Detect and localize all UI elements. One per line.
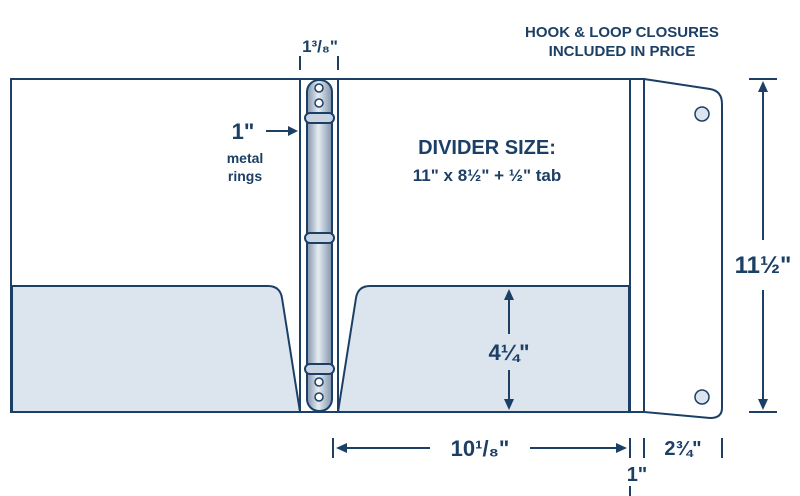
panel-arrowhead-left bbox=[336, 443, 347, 453]
rivets bbox=[314, 83, 324, 402]
rivet-top-2 bbox=[314, 98, 324, 108]
flap-width-label: 2¾" bbox=[664, 438, 701, 460]
ring-desc-line2: rings bbox=[228, 168, 262, 184]
panel-width-label: 10¹/₈" bbox=[451, 436, 510, 461]
divider-dims: 11" x 8½" + ½" tab bbox=[413, 166, 561, 185]
pocket-height-label: 4¼" bbox=[488, 340, 529, 365]
closure-title-line1: HOOK & LOOP CLOSURES bbox=[525, 24, 719, 41]
pocket-arrowhead-bottom bbox=[504, 399, 514, 410]
right-pocket bbox=[336, 285, 630, 413]
closure-flap bbox=[643, 77, 723, 420]
velcro-dot-bottom bbox=[694, 389, 710, 405]
velcro-dot-top bbox=[694, 106, 710, 122]
rivet-bottom-1 bbox=[314, 377, 324, 387]
spine-width-label: 1³/₈" bbox=[302, 37, 338, 56]
pocket-arrowhead-top bbox=[504, 289, 514, 300]
panel-arrowhead-right bbox=[616, 443, 627, 453]
ring-bottom bbox=[304, 363, 335, 375]
ring-desc-line1: metal bbox=[227, 150, 264, 166]
height-label: 11½" bbox=[735, 252, 792, 279]
closure-title-line2: INCLUDED IN PRICE bbox=[549, 43, 696, 60]
ring-mechanism bbox=[306, 79, 333, 412]
gusset-width-label: 1" bbox=[627, 464, 648, 486]
rivet-top-1 bbox=[314, 83, 324, 93]
height-arrowhead-top bbox=[758, 81, 768, 92]
ring-top bbox=[304, 112, 335, 124]
left-pocket bbox=[11, 285, 302, 413]
rings bbox=[304, 112, 335, 375]
ring-arrowhead bbox=[288, 126, 298, 136]
gusset bbox=[629, 78, 645, 413]
divider-title: DIVIDER SIZE: bbox=[418, 137, 556, 159]
ring-middle bbox=[304, 232, 335, 244]
height-arrowhead-bottom bbox=[758, 399, 768, 410]
rivet-bottom-2 bbox=[314, 392, 324, 402]
ring-size-label: 1" bbox=[232, 119, 255, 144]
